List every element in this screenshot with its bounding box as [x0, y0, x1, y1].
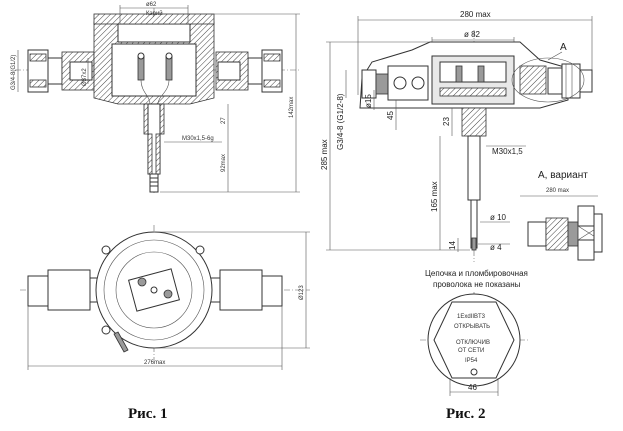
plate-line5: IP54 [465, 358, 478, 364]
fig2-dim-d82: ø 82 [464, 30, 481, 39]
fig2-plan-view: 1ExdIIBT3 ОТКРЫВАТЬ ОТКЛЮЧИВ ОТ СЕТИ IP5… [420, 292, 530, 396]
fig2-dim-h285: 285 max [320, 139, 329, 170]
fig2-dim-45: 45 [386, 111, 395, 120]
fig2-variant-width: 280 max [546, 188, 569, 194]
plate-line3: ОТКЛЮЧИВ [456, 340, 490, 346]
fig2-dim-thread: M30x1,5 [492, 147, 523, 156]
fig1-dim-27: 27 [221, 117, 227, 124]
fig2-note-line2: проволока не показаны [433, 280, 521, 289]
plate-line4: ОТ СЕТИ [458, 348, 484, 354]
fig1-dim-top-sub: Кэрий [146, 10, 163, 17]
fig1-dim-lower: 92max [221, 154, 227, 172]
fig2-dim-23: 23 [442, 117, 451, 126]
plate-line2: ОТКРЫВАТЬ [454, 324, 490, 330]
fig2-note-line1: Цепочка и пломбировочная [425, 269, 528, 278]
fig1-dim-left-thread: G3/4-8(G1/2) [11, 55, 17, 90]
fig2-dim-h165: 165 max [430, 181, 439, 212]
fig1-dim-thread: M30x1,5-6g [182, 136, 214, 142]
fig2-assembly: A [359, 30, 593, 262]
fig2-dim-d15: ø15 [364, 94, 373, 108]
fig2-dim-d10: ø 10 [490, 213, 507, 222]
fig1-dim-plan-width: 276max [144, 360, 165, 366]
fig1-plan-view: Ø123 276max [20, 225, 310, 370]
fig2-dim-overall: 280 max [460, 10, 491, 19]
fig2-callout-a: A [560, 42, 567, 53]
fig2-dim-d4: ø 4 [490, 243, 502, 252]
fig2-caption: Рис. 2 [446, 406, 485, 422]
fig1-dim-plan-dia: Ø123 [299, 285, 305, 300]
figure-2: 280 max ø 82 A [320, 10, 603, 422]
fig1-dim-top: ø62 [146, 2, 157, 8]
fig2-dim-g: G3/4-8 (G1/2-8) [336, 93, 345, 150]
plate-line1: 1ExdIIBT3 [457, 314, 486, 320]
figure-1: ø62 Кэрий G3/4-8(G1/2) Ø37х2 142max 27 M… [11, 2, 310, 422]
fig2-variant: А, вариант 280 max [520, 170, 603, 261]
fig2-dim-14: 14 [448, 241, 457, 250]
fig2-dim-46: 46 [468, 383, 477, 392]
fig1-section-view: ø62 Кэрий G3/4-8(G1/2) Ø37х2 142max 27 M… [11, 2, 300, 195]
fig1-dim-left-d: Ø37х2 [82, 68, 88, 86]
fig2-variant-title: А, вариант [538, 170, 588, 181]
fig1-caption: Рис. 1 [128, 406, 167, 422]
fig1-dim-height: 142max [289, 97, 295, 118]
